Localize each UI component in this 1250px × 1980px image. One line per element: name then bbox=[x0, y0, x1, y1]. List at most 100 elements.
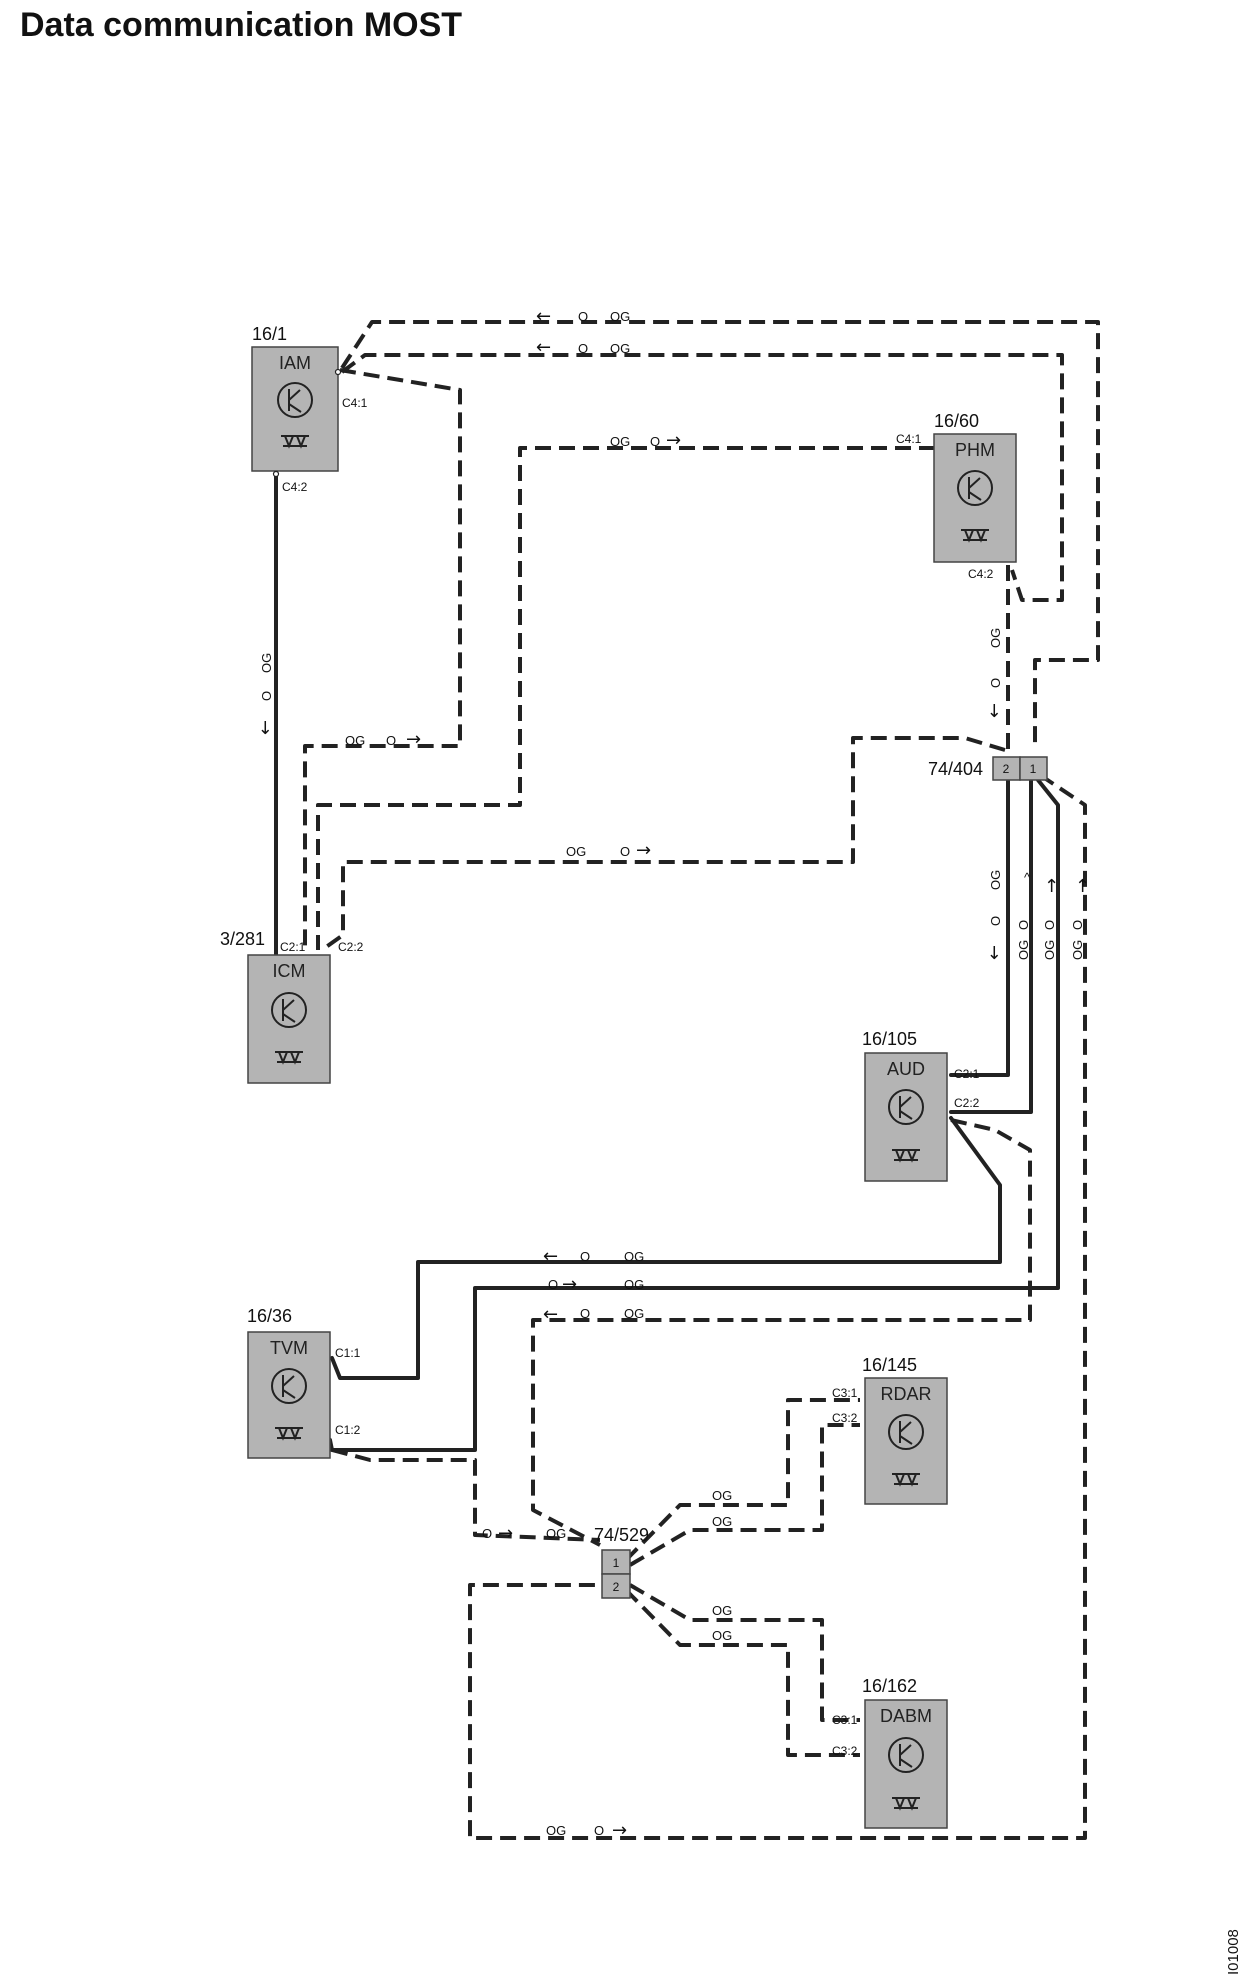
module-id: 16/105 bbox=[862, 1029, 917, 1049]
document-id: I01008 bbox=[1225, 1929, 1242, 1975]
pin-c2-1: C2:1 bbox=[954, 1067, 980, 1081]
vertical-label-phm-74404: ← O OG bbox=[984, 628, 1005, 718]
wire-label-o: O bbox=[386, 733, 396, 748]
module-name: TVM bbox=[270, 1338, 308, 1358]
wire-74404-icm bbox=[320, 736, 1006, 952]
connector-pin-2: 2 bbox=[613, 1580, 620, 1594]
chevron-up-icon: ^ bbox=[1024, 870, 1031, 885]
vertical-label-aud-4: OG O bbox=[1070, 920, 1085, 960]
pin-c3-2: C3:2 bbox=[832, 1411, 858, 1425]
module-name: AUD bbox=[887, 1059, 925, 1079]
wire-tvm-74529 bbox=[331, 1448, 601, 1542]
wire-74404-aud-2 bbox=[949, 778, 1033, 1114]
connector-pin-2: 2 bbox=[1003, 762, 1010, 776]
wire-label-og: OG bbox=[712, 1628, 732, 1643]
module-name: PHM bbox=[955, 440, 995, 460]
wire-label-o: O bbox=[988, 678, 1003, 688]
transistor-icon bbox=[888, 1414, 924, 1450]
connector-id: 74/404 bbox=[928, 759, 983, 779]
pin-c3-1: C3:1 bbox=[832, 1713, 858, 1727]
arrow-left-icon: ← bbox=[984, 703, 1005, 718]
module-aud: 16/105 AUD C2:1 C2:2 bbox=[862, 1029, 980, 1182]
wire-label-og: OG bbox=[988, 870, 1003, 890]
diode-icon bbox=[892, 1473, 920, 1487]
module-tvm: 16/36 TVM C1:1 C1:2 bbox=[247, 1306, 361, 1459]
wire-label-og: OG bbox=[610, 341, 630, 356]
wire-label-o: O bbox=[578, 309, 588, 324]
wire-aud-tvm-1 bbox=[330, 1116, 1002, 1380]
pin-c2-1: C2:1 bbox=[280, 940, 306, 954]
module-id: 16/1 bbox=[252, 324, 287, 344]
connector-74-404: 74/404 2 1 bbox=[928, 756, 1048, 781]
module-id: 16/36 bbox=[247, 1306, 292, 1326]
arrow-left-icon: ← bbox=[984, 945, 1005, 960]
wire-label-o: O bbox=[1016, 920, 1031, 930]
vertical-label-aud-1: ← O OG bbox=[984, 870, 1005, 960]
wire-label-o: O bbox=[620, 844, 630, 859]
arrow-right-icon: → bbox=[612, 1820, 627, 1841]
wire-label-o: O bbox=[482, 1526, 492, 1541]
arrow-up-icon: ↑ bbox=[1044, 876, 1059, 897]
transistor-icon-lines bbox=[288, 389, 302, 413]
pin-c2-2: C2:2 bbox=[954, 1096, 980, 1110]
vertical-label-aud-2: OG O bbox=[1016, 920, 1031, 960]
wire-label-o: O bbox=[580, 1306, 590, 1321]
wire-74404-aud-1 bbox=[949, 778, 1010, 1077]
diode-icon bbox=[281, 435, 309, 449]
wire-label-og: OG bbox=[1070, 940, 1085, 960]
transistor-icon bbox=[277, 382, 313, 418]
wire-label-o: O bbox=[988, 916, 1003, 926]
wire-iam-loop-outer bbox=[340, 320, 1100, 750]
page-title: Data communication MOST bbox=[20, 6, 463, 44]
connector-pin-box bbox=[601, 1549, 631, 1575]
connector-pin-box bbox=[1019, 756, 1048, 781]
pin-c1-2: C1:2 bbox=[335, 1423, 361, 1437]
module-name: RDAR bbox=[880, 1384, 931, 1404]
wire-label-og: OG bbox=[546, 1526, 566, 1541]
diode-icon bbox=[275, 1427, 303, 1441]
wire-label-og: OG bbox=[712, 1514, 732, 1529]
wire-label-o: O bbox=[578, 341, 588, 356]
pin-c3-2: C3:2 bbox=[832, 1744, 858, 1758]
module-name: IAM bbox=[279, 353, 311, 373]
wire-label-o: O bbox=[650, 434, 660, 449]
wire-74404-tvm-2 bbox=[328, 778, 1060, 1452]
wire-label-og: OG bbox=[624, 1277, 644, 1292]
transistor-icon bbox=[888, 1737, 924, 1773]
connector-pin-box bbox=[601, 1573, 631, 1599]
diode-icon bbox=[892, 1797, 920, 1811]
transistor-icon-lines bbox=[899, 1096, 913, 1120]
arrow-left-icon: ← bbox=[255, 720, 276, 735]
arrow-right-icon: → bbox=[562, 1274, 577, 1295]
module-name: ICM bbox=[273, 961, 306, 981]
pin-c1-1: C1:1 bbox=[335, 1346, 361, 1360]
transistor-icon bbox=[888, 1089, 924, 1125]
transistor-icon-lines bbox=[282, 1375, 296, 1399]
wire-label-og: OG bbox=[566, 844, 586, 859]
wires bbox=[274, 320, 1100, 1840]
connector-pin-1: 1 bbox=[1030, 762, 1037, 776]
wire-label-og: OG bbox=[546, 1823, 566, 1838]
wire-label-og: OG bbox=[1016, 940, 1031, 960]
module-icm: 3/281 ICM C2:1 C2:2 bbox=[220, 929, 364, 1084]
arrow-left-icon: ← bbox=[543, 1304, 558, 1325]
wire-74404-bottom bbox=[468, 773, 1087, 1840]
wire-74529-rdar-2 bbox=[628, 1423, 860, 1567]
module-rdar: 16/145 RDAR C3:1 C3:2 bbox=[832, 1355, 948, 1505]
module-phm: 16/60 PHM C4:1 C4:2 bbox=[896, 411, 1017, 581]
connector-74-529: 74/529 1 2 bbox=[594, 1525, 649, 1599]
pin-dot bbox=[334, 368, 342, 376]
transistor-icon bbox=[957, 470, 993, 506]
wire-label-og: OG bbox=[624, 1249, 644, 1264]
transistor-icon-lines bbox=[899, 1744, 913, 1768]
wire-label-og: OG bbox=[624, 1306, 644, 1321]
module-id: 16/162 bbox=[862, 1676, 917, 1696]
arrow-right-icon: → bbox=[636, 840, 651, 861]
wire-iam-phm bbox=[340, 353, 1064, 602]
transistor-icon bbox=[271, 992, 307, 1028]
module-id: 3/281 bbox=[220, 929, 265, 949]
arrow-left-icon: ← bbox=[543, 1246, 558, 1267]
wire-74529-rdar-1 bbox=[624, 1398, 860, 1562]
arrow-up-icon: ↑ bbox=[1075, 876, 1090, 897]
